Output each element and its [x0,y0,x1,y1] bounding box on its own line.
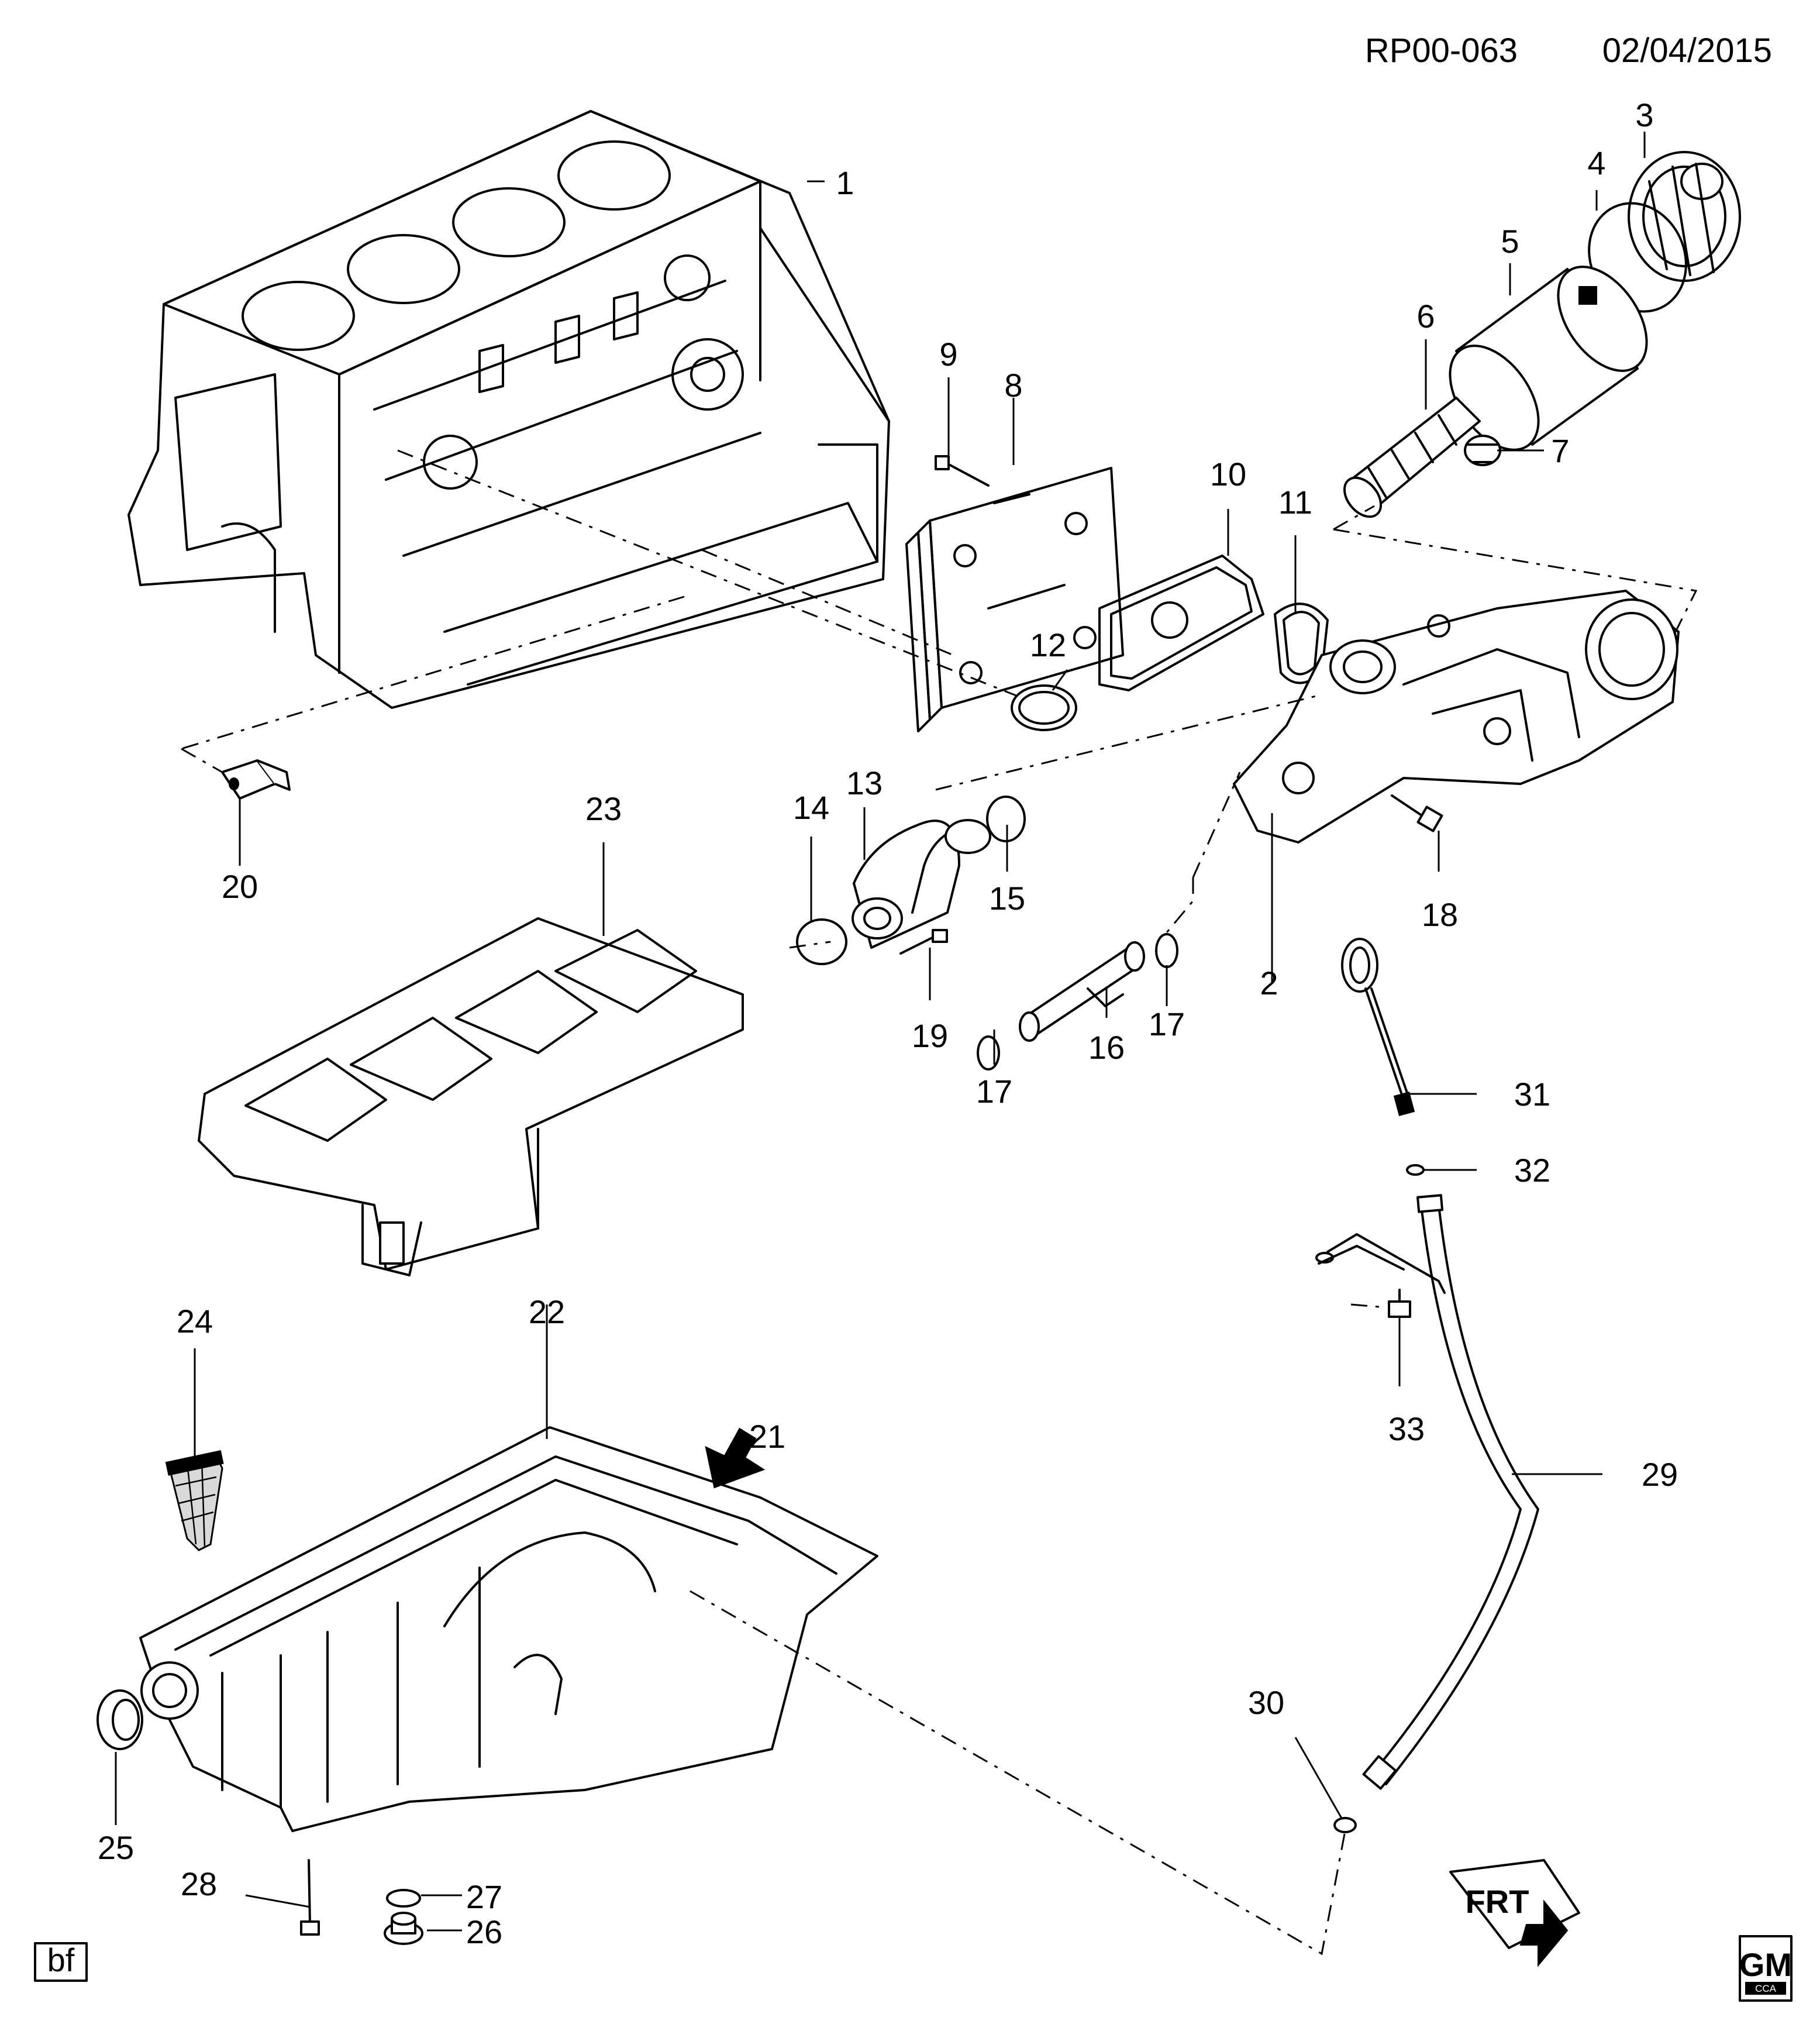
oil-pipe-16 [1019,941,1145,1042]
oil-strainer-24 [165,1450,224,1551]
gm-logo-label: GM [1739,1946,1792,1983]
diagram-date: 02/04/2015 [1602,32,1772,70]
tube-bolt-19 [899,929,948,955]
callout-10: 10 [1210,456,1246,493]
pan-bolt-28 [300,1859,320,1936]
callout-18: 18 [1422,896,1458,933]
oil-filter-cap [1628,151,1741,282]
callout-14: 14 [793,789,829,826]
dipstick-31 [1341,938,1415,1117]
callout-26: 26 [466,1913,502,1950]
callout-23: 23 [585,790,622,827]
tube-seal-30 [1333,1817,1357,1833]
bf-badge: bf [34,1942,88,1982]
callout-16: 16 [1088,1029,1125,1066]
seal-25 [96,1689,143,1750]
callout-13: 13 [846,765,883,801]
callout-15: 15 [989,880,1025,917]
cooler-gasket [1098,555,1264,691]
drain-washer-27 [386,1889,421,1908]
dipstick-tube-29 [1315,1194,1539,1790]
callout-labels: 1 2 3 4 5 6 7 8 9 10 11 12 13 14 15 16 1… [98,97,1678,1950]
oil-pressure-switch-20 [221,759,291,800]
oil-filter-adapter [1233,590,1680,844]
oil-tube-13 [852,819,991,949]
oil-filter-element [1449,266,1648,451]
callout-32: 32 [1514,1152,1550,1189]
drain-valve [1464,435,1501,466]
dipstick-seal-32 [1406,1164,1425,1176]
callout-20: 20 [222,868,258,905]
callout-8: 8 [1004,367,1022,404]
diagram-header: RP00-063 02/04/2015 [1365,32,1772,70]
callout-33: 33 [1388,1410,1425,1447]
tube-bolt-33 [1388,1289,1411,1318]
pipe-seal-17a [977,1035,1000,1070]
callout-31: 31 [1514,1076,1550,1113]
alignment-lines [181,449,1698,1956]
oil-cooler [905,467,1124,732]
callout-1: 1 [836,164,854,201]
callout-3: 3 [1635,97,1653,133]
callout-17a: 17 [976,1073,1012,1110]
callout-7: 7 [1551,432,1569,469]
callout-9: 9 [939,336,957,373]
callout-4: 4 [1587,144,1605,181]
callout-5: 5 [1501,223,1519,260]
direction-arrow-icon [705,1427,766,1489]
tube-seal-15 [986,796,1026,842]
callout-25: 25 [98,1829,134,1866]
callout-22: 22 [529,1293,565,1330]
callout-6: 6 [1416,298,1435,335]
front-arrow-label: FRT [1466,1883,1529,1920]
callout-21: 21 [749,1418,785,1455]
tube-seal-14 [796,918,847,965]
oring-12 [1011,684,1077,731]
callout-17b: 17 [1149,1006,1185,1042]
oil-pan-22 [139,1426,878,1832]
gm-logo-icon: GM CCA [1739,1935,1793,2002]
bf-badge-label: bf [47,1942,75,1978]
front-arrow-icon: FRT [1449,1859,1580,1967]
oil-pan-baffle-23 [198,917,744,1276]
callout-29: 29 [1642,1456,1678,1493]
callout-11: 11 [1278,484,1312,521]
callout-12: 12 [1030,626,1066,663]
callout-27: 27 [466,1878,502,1915]
bypass-valve [1343,397,1481,518]
adapter-bolt-18 [1391,794,1443,832]
drain-plug-26 [384,1912,423,1945]
pipe-seal-17b [1155,933,1178,968]
callout-2: 2 [1260,965,1278,1001]
callout-28: 28 [181,1865,217,1902]
cooler-bolt [935,455,990,487]
engine-block [127,110,890,709]
leader-lines [115,132,1646,1932]
callout-24: 24 [177,1303,213,1340]
gm-logo-sub: CCA [1755,1983,1777,1994]
callout-30: 30 [1248,1684,1284,1721]
callout-19: 19 [912,1017,948,1054]
diagram-code: RP00-063 [1365,32,1518,70]
